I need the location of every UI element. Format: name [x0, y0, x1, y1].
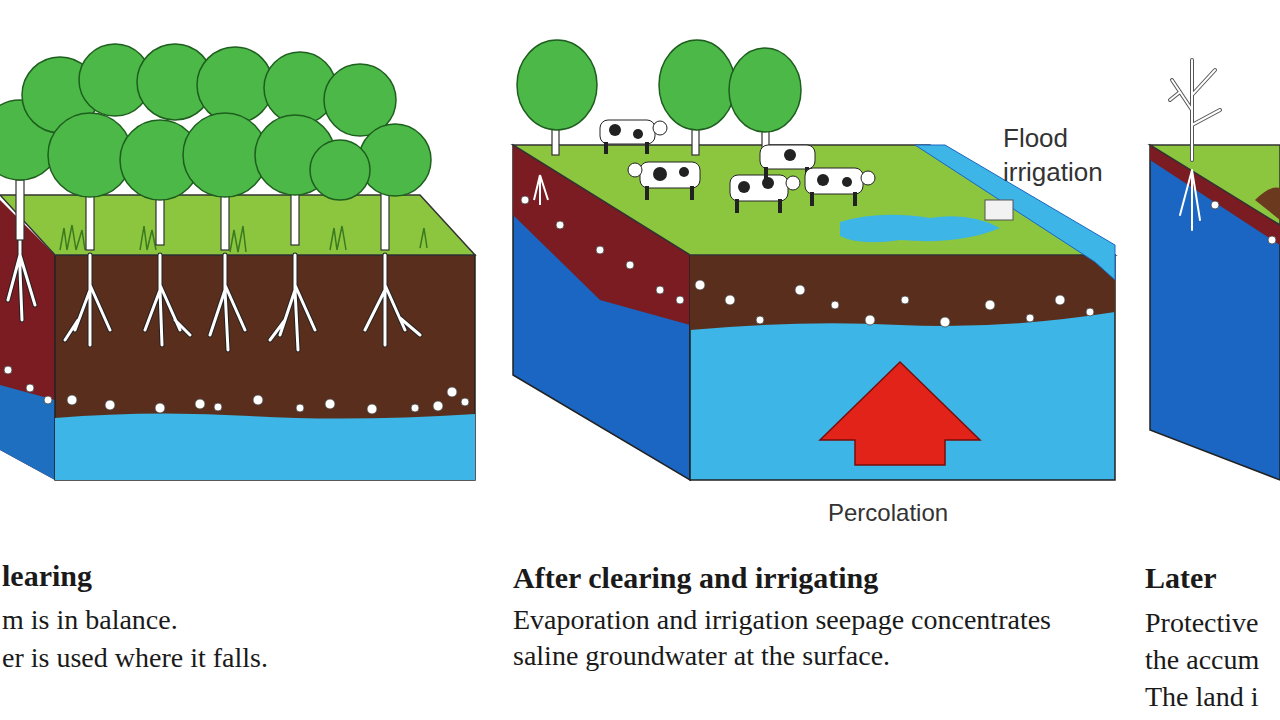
- percolation-arrow: [820, 362, 980, 465]
- block-after: [513, 40, 1115, 480]
- callout-label: Flood irrigation: [1003, 122, 1133, 190]
- panel-heading: After clearing and irrigating: [513, 558, 1113, 597]
- panel-caption: m is in balance.: [2, 602, 402, 638]
- panel-heading: learing: [2, 556, 402, 595]
- block-before: [0, 44, 475, 480]
- callout-label: Percolation: [828, 497, 1028, 528]
- cows: [600, 120, 875, 213]
- block-later: [1150, 60, 1280, 480]
- panel-caption: Evaporation and irrigation seepage conce…: [513, 602, 1061, 675]
- panel-heading: Later: [1145, 558, 1275, 597]
- panel-caption: The land i: [1145, 679, 1278, 715]
- panel-caption: Protective: [1145, 605, 1278, 641]
- panel-caption: the accum: [1145, 642, 1278, 678]
- panel-caption: er is used where it falls.: [2, 640, 422, 676]
